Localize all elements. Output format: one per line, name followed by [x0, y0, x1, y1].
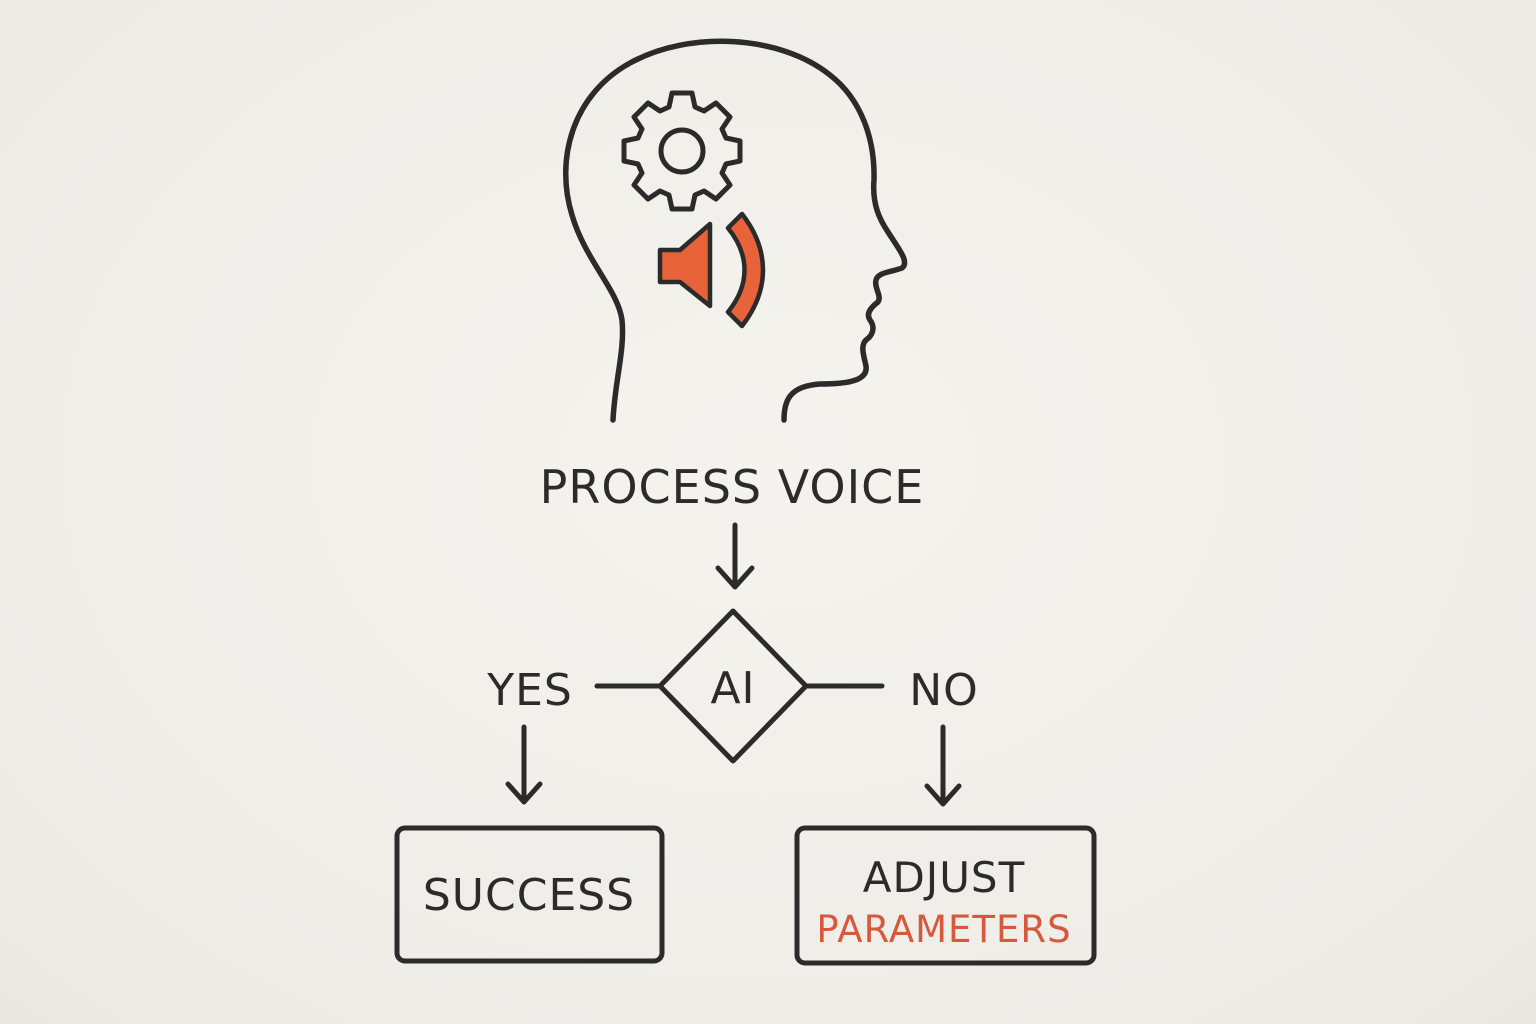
decision-label: AI [710, 663, 755, 714]
parameters-label: PARAMETERS [816, 908, 1071, 951]
arrow-to-adjust [924, 724, 962, 807]
speaker-icon [657, 211, 766, 329]
gear-icon [621, 90, 743, 212]
head-outline [563, 38, 908, 423]
success-label: SUCCESS [423, 870, 635, 921]
no-label: NO [909, 665, 979, 716]
success-box [394, 825, 665, 964]
adjust-label: ADJUST [863, 853, 1026, 902]
decision-diamond [657, 608, 809, 764]
arrow-to-success [505, 724, 543, 805]
yes-label: YES [486, 665, 573, 716]
process-voice-label: PROCESS VOICE [540, 460, 925, 514]
adjust-parameters-box [794, 825, 1097, 966]
arrow-to-decision [715, 522, 755, 590]
